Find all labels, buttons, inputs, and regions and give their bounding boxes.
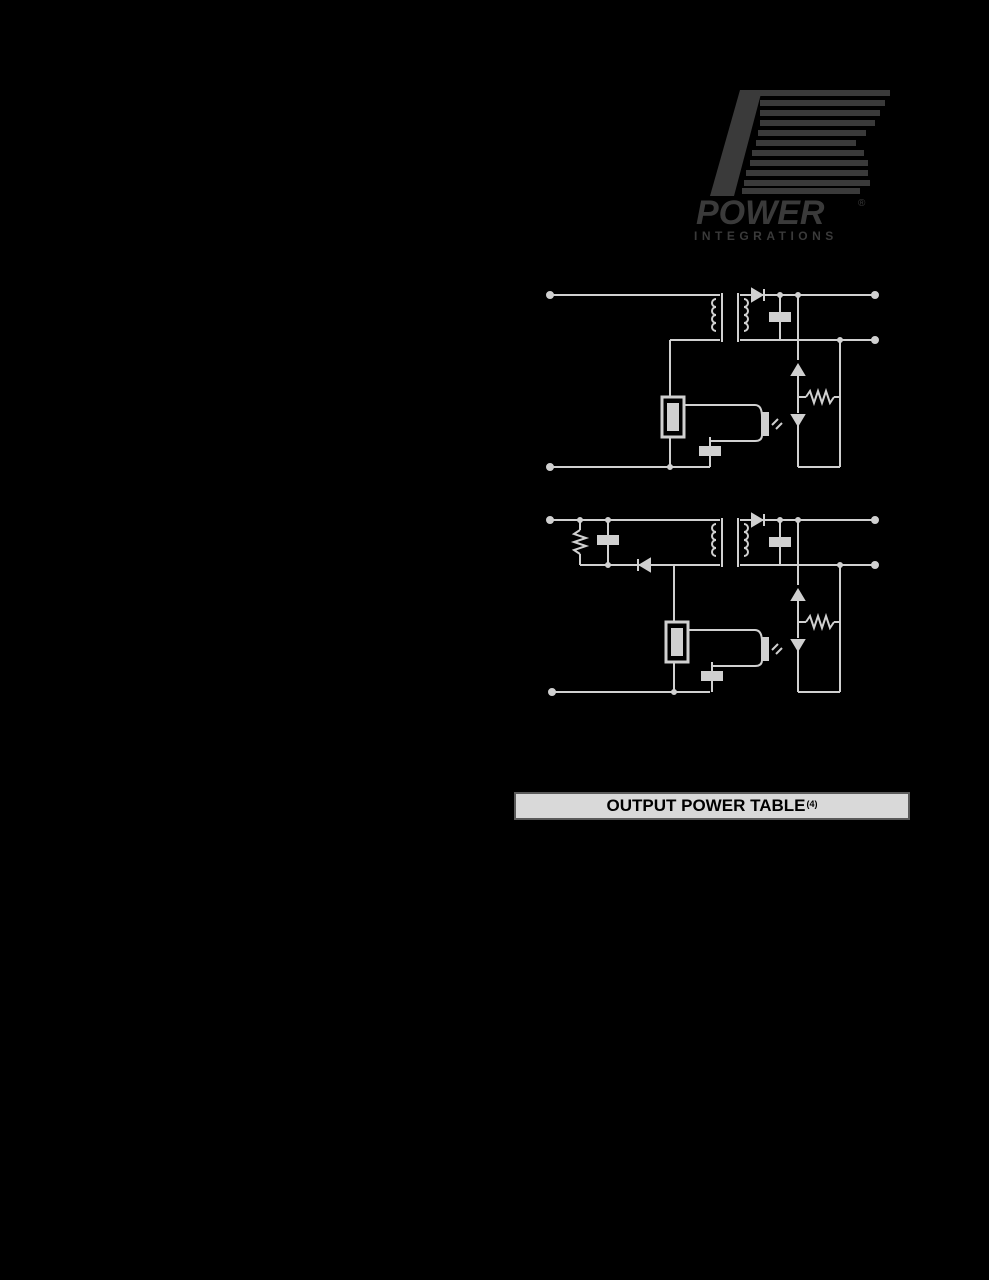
power-integrations-logo: POWER ® INTEGRATIONS xyxy=(694,90,890,243)
clamp-resistor xyxy=(570,529,590,555)
clamp-capacitor xyxy=(597,535,619,545)
logo-subtext: INTEGRATIONS xyxy=(694,229,838,243)
feedback-resistor xyxy=(805,387,835,407)
bypass-capacitor xyxy=(699,446,721,456)
typical-application-circuit xyxy=(546,287,879,471)
transformer xyxy=(711,518,749,567)
optocoupler-transistor xyxy=(761,412,769,436)
zener-diode xyxy=(790,588,806,601)
footnote-reference: (4) xyxy=(806,799,818,809)
logo-registered-mark: ® xyxy=(858,198,866,209)
output-diode xyxy=(751,287,764,303)
optocoupler-led xyxy=(790,414,806,427)
output-power-table-header: OUTPUT POWER TABLE(4) xyxy=(514,792,910,820)
feedback-resistor xyxy=(805,612,835,632)
output-capacitor xyxy=(769,312,791,322)
bypass-capacitor xyxy=(701,671,723,681)
clamp-network xyxy=(570,520,651,573)
output-diode xyxy=(751,512,764,528)
output-capacitor xyxy=(769,537,791,547)
output-power-table-title: OUTPUT POWER TABLE xyxy=(606,796,806,815)
application-circuit-with-clamp xyxy=(546,512,879,696)
zener-diode xyxy=(790,363,806,376)
logo-wordmark: POWER xyxy=(696,194,825,232)
clamp-diode xyxy=(638,557,651,573)
logo-mark xyxy=(710,90,890,196)
optocoupler-led xyxy=(790,639,806,652)
optocoupler-transistor xyxy=(761,637,769,661)
transformer xyxy=(711,293,749,342)
